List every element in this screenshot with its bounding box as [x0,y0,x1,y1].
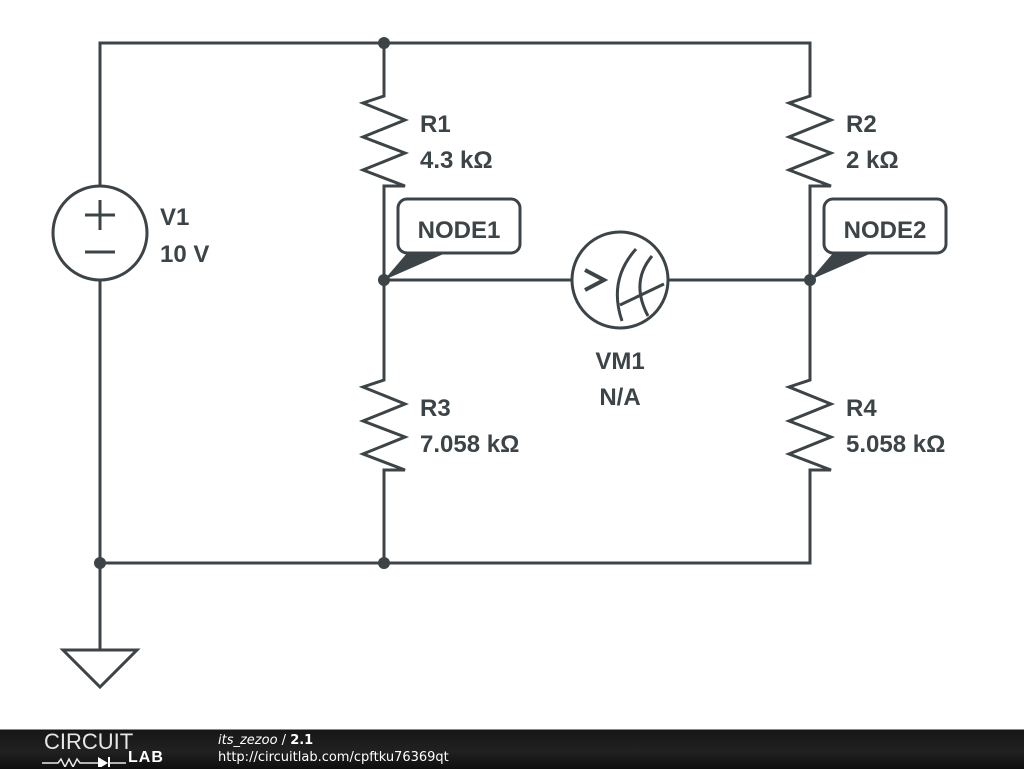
resistor-r2[interactable]: R2 2 kΩ [784,86,899,188]
footer-version: 2.1 [290,733,314,748]
wire-top-left [98,41,386,188]
vm1-value-label: N/A [599,384,640,411]
resistor-r3[interactable]: R3 7.058 kΩ [358,370,519,472]
resistor-zigzag-icon [358,86,410,188]
wire-r4-bottom [382,468,812,565]
v1-name-label: V1 [160,204,189,231]
node-tag-node1[interactable]: NODE1 [384,197,522,280]
circuitlab-logo[interactable]: CIRCUIT LAB [40,731,180,769]
footer-bar: CIRCUIT LAB its_zezoo / 2.1 http://circu… [0,729,1024,769]
resistor-zigzag-icon [358,370,410,472]
r3-name-label: R3 [420,395,451,422]
r3-value-label: 7.058 kΩ [420,431,519,458]
node2-label: NODE2 [844,217,927,244]
tag-box [822,197,948,255]
r4-value-label: 5.058 kΩ [846,431,945,458]
logo-text-lab: LAB [128,749,164,766]
tag-box [396,197,522,255]
voltmeter-icon [570,230,670,330]
tag-pointer [810,252,874,280]
ground-symbol[interactable] [59,648,141,690]
r2-value-label: 2 kΩ [846,147,899,174]
wire-top-right [382,41,812,88]
r4-name-label: R4 [846,395,877,422]
junctions [94,37,816,569]
vm1-name-label: VM1 [595,348,644,375]
resistor-r4[interactable]: R4 5.058 kΩ [784,370,945,472]
logo-resistor-diode-icon [42,757,126,767]
footer-url[interactable]: http://circuitlab.com/cpftku76369qt [218,750,449,765]
junction-dot-bottom-mid [378,557,390,569]
footer-title-line: its_zezoo / 2.1 [218,732,449,749]
r1-value-label: 4.3 kΩ [420,147,493,174]
resistor-zigzag-icon [784,86,836,188]
schematic-canvas: V1 10 V R1 4.3 kΩ R2 2 kΩ R3 7.058 kΩ R4… [51,37,948,690]
footer-username[interactable]: its_zezoo [218,733,278,748]
voltage-source-icon [51,184,149,282]
voltmeter-vm1[interactable]: VM1 N/A [570,230,670,411]
node1-label: NODE1 [418,217,501,244]
voltage-source-v1[interactable]: V1 10 V [51,184,209,282]
tag-pointer [384,252,448,280]
ground-icon [59,648,141,690]
r1-name-label: R1 [420,111,451,138]
node-tag-node2[interactable]: NODE2 [810,197,948,280]
wire-bottom-left [98,279,386,565]
resistor-zigzag-icon [784,370,836,472]
voltmeter-arrow [584,268,609,292]
r2-name-label: R2 [846,111,877,138]
resistor-r1[interactable]: R1 4.3 kΩ [358,86,493,188]
v1-value-label: 10 V [160,241,209,268]
wires [98,41,812,652]
voltmeter-arc-right [638,255,654,317]
voltmeter-arc-left [615,247,638,322]
logo-text-circuit: CIRCUIT [44,729,134,754]
footer-info: its_zezoo / 2.1 http://circuitlab.com/cp… [218,732,449,766]
footer-separator: / [277,733,291,748]
junction-dot-top [378,37,390,49]
voltmeter-needle [619,282,665,307]
junction-dot-bottom-left [94,557,106,569]
